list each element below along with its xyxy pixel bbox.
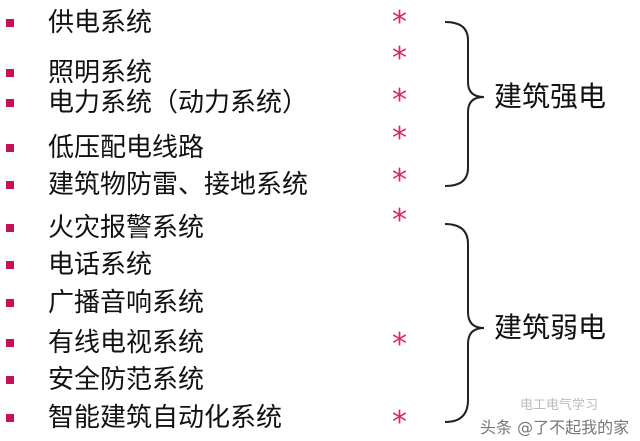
watermark-faint: 电工电气学习 [520, 398, 599, 413]
asterisk-icon: * [392, 83, 407, 118]
bullet-icon [6, 376, 14, 384]
bullet-icon [6, 261, 14, 269]
list-item: 有线电视系统 [48, 328, 205, 358]
list-item: 智能建筑自动化系统 [48, 403, 283, 433]
group-label-strong: 建筑强电 [494, 80, 607, 113]
bullet-icon [6, 144, 14, 152]
asterisk-icon: * [392, 405, 407, 440]
list-item: 安全防范系统 [48, 365, 205, 395]
bullet-icon [6, 224, 14, 232]
bullet-icon [6, 414, 14, 422]
bullet-icon [6, 19, 14, 27]
list-item: 低压配电线路 [48, 133, 205, 163]
list-item: 照明系统 [48, 58, 153, 88]
watermark: 头条 @了不起我的家 [480, 418, 630, 437]
bracket-weak [444, 223, 485, 423]
asterisk-icon: * [392, 163, 407, 198]
list-item: 广播音响系统 [48, 288, 205, 318]
asterisk-icon: * [392, 327, 407, 362]
bracket-strong [444, 21, 485, 187]
asterisk-icon: * [392, 41, 407, 76]
list-item: 建筑物防雷、接地系统 [48, 170, 309, 200]
bullet-icon [6, 181, 14, 189]
list-item: 电话系统 [48, 250, 153, 280]
group-label-weak: 建筑弱电 [494, 311, 607, 344]
bullet-icon [6, 99, 14, 107]
asterisk-icon: * [392, 121, 407, 156]
bullet-icon [6, 299, 14, 307]
asterisk-icon: * [392, 203, 407, 238]
list-item: 供电系统 [48, 8, 153, 38]
list-item: 电力系统（动力系统） [48, 88, 309, 118]
asterisk-icon: * [392, 5, 407, 40]
bullet-icon [6, 69, 14, 77]
bullet-icon [6, 339, 14, 347]
list-item: 火灾报警系统 [48, 213, 205, 243]
